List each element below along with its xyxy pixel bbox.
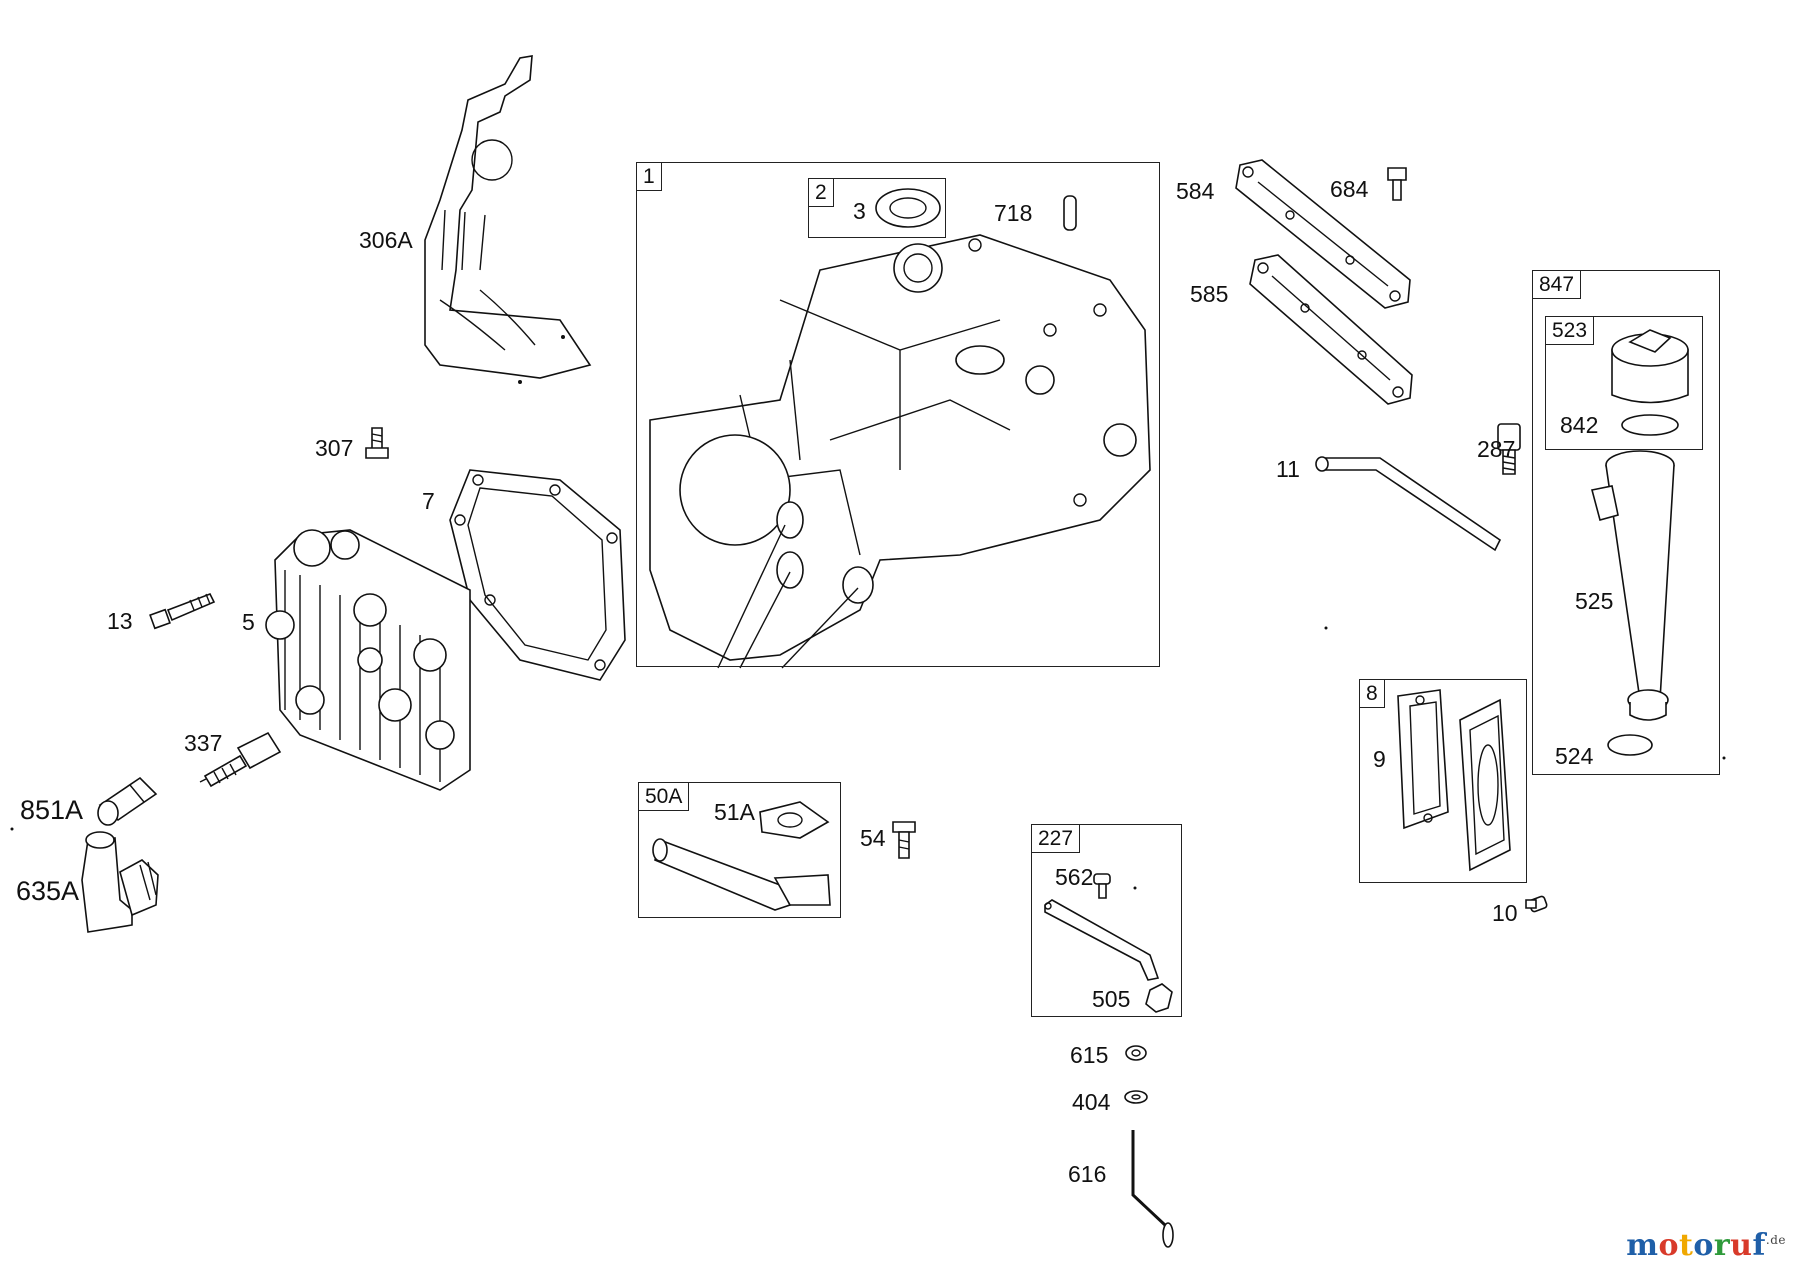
brand-letter: t [1678, 1228, 1694, 1263]
seal-3 [876, 189, 940, 227]
group-box-2: 2 [808, 178, 946, 238]
screw-10 [1526, 896, 1548, 913]
label-524: 524 [1555, 743, 1594, 769]
bolt-287 [1498, 424, 1520, 474]
label-584: 584 [1176, 178, 1215, 204]
brand-letter: u [1730, 1228, 1753, 1263]
box-tag-8: 8 [1359, 679, 1385, 708]
brand-suffix: .de [1765, 1233, 1786, 1247]
gasket-51A [760, 802, 828, 838]
label-3: 3 [853, 198, 866, 224]
brand-letter: o [1693, 1228, 1714, 1263]
box-tag-2: 2 [808, 178, 834, 207]
filler-tube-525 [1592, 451, 1674, 720]
brand-letter: r [1713, 1228, 1731, 1263]
governor-lever-227 [1045, 900, 1158, 980]
label-287: 287 [1477, 436, 1516, 462]
dowel-718 [1064, 196, 1076, 230]
o-ring-524 [1608, 735, 1652, 755]
head-gasket-7 [450, 470, 625, 680]
gasket-9 [1398, 690, 1448, 828]
label-10: 10 [1492, 900, 1518, 926]
group-box-523: 523 [1545, 316, 1703, 450]
box-tag-847: 847 [1532, 270, 1582, 299]
screw-562 [1094, 874, 1110, 898]
spark-plug-337 [200, 733, 280, 786]
label-51A: 51A [714, 799, 755, 825]
label-11: 11 [1276, 456, 1300, 482]
box-tag-50A: 50A [638, 782, 690, 811]
label-54: 54 [860, 825, 886, 851]
washer-404 [1125, 1091, 1147, 1103]
brand-letter: m [1626, 1228, 1659, 1263]
label-337: 337 [184, 730, 223, 756]
brand-watermark: motoruf.de [1626, 1228, 1786, 1263]
group-box-227: 227 [1031, 824, 1182, 1017]
label-615: 615 [1070, 1042, 1109, 1068]
nut-615 [1126, 1046, 1146, 1060]
cap-842 [1612, 330, 1688, 435]
engine-block-1 [650, 235, 1150, 668]
label-13: 13 [107, 608, 133, 634]
label-585: 585 [1190, 281, 1229, 307]
box-tag-1: 1 [636, 162, 662, 191]
box-tag-523: 523 [1545, 316, 1595, 345]
brand-letter: o [1658, 1228, 1679, 1263]
gasket-585 [1250, 255, 1412, 404]
nut-505 [1146, 984, 1172, 1012]
label-616: 616 [1068, 1161, 1107, 1187]
label-842: 842 [1560, 412, 1599, 438]
group-box-1: 1 [636, 162, 1160, 667]
connector-635A [82, 832, 158, 932]
link-rod-616 [1133, 1130, 1173, 1247]
boot-851A [98, 778, 156, 825]
box-tag-227: 227 [1031, 824, 1081, 853]
label-851A: 851A [20, 795, 84, 825]
gasket-584 [1236, 160, 1410, 308]
label-5: 5 [242, 609, 255, 635]
label-307: 307 [315, 435, 354, 461]
bolt-54 [893, 822, 915, 858]
tube-11 [1316, 457, 1500, 550]
label-635A: 635A [16, 876, 80, 906]
bolt-13 [150, 594, 214, 628]
breather-cover [1460, 700, 1510, 870]
brand-name: motoruf [1626, 1228, 1766, 1263]
label-306A: 306A [359, 227, 413, 253]
label-684: 684 [1330, 176, 1369, 202]
brand-letter: f [1752, 1228, 1766, 1263]
group-box-8: 8 [1359, 679, 1527, 883]
label-718: 718 [994, 200, 1033, 226]
label-7: 7 [422, 488, 435, 514]
label-525: 525 [1575, 588, 1614, 614]
tube-50A [653, 839, 830, 910]
label-505: 505 [1092, 986, 1131, 1012]
heat-shield-306A [425, 56, 590, 384]
group-box-50A: 50A [638, 782, 841, 918]
label-9: 9 [1373, 746, 1386, 772]
cylinder-head-5 [266, 530, 470, 790]
bolt-307 [366, 428, 388, 458]
label-404: 404 [1072, 1089, 1111, 1115]
group-box-847: 847 [1532, 270, 1720, 775]
bolt-684 [1388, 168, 1406, 200]
label-562: 562 [1055, 864, 1094, 890]
